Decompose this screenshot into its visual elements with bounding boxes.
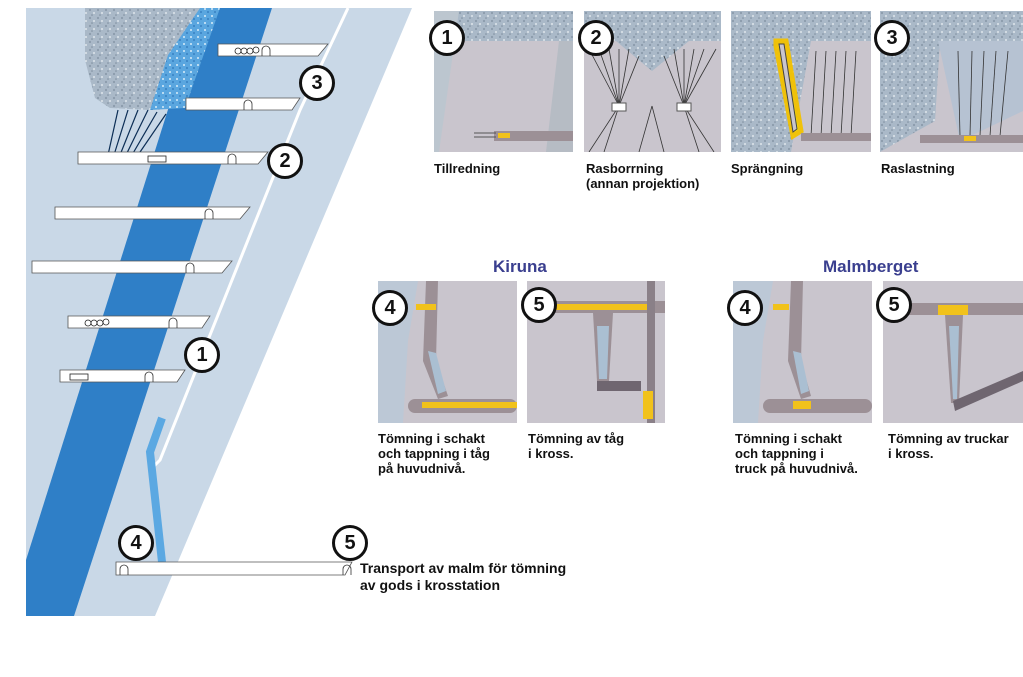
panel-rasborrning [584,11,721,152]
stage-2-marker: 2 [267,143,303,179]
top-panel-4-caption: Raslastning [881,161,955,176]
malmberget-5-number: 5 [876,287,912,323]
top-panel-1-number: 1 [429,20,465,56]
malmberget-4-caption: Tömning i schakt och tappning i truck på… [735,431,858,476]
malmberget-4-number: 4 [727,290,763,326]
caved-rock [85,8,200,110]
ore-pass [145,416,166,563]
panel-tillredning [434,11,573,152]
kiruna-5-caption: Tömning av tåg i kross. [528,431,625,461]
transport-caption: Transport av malm för tömning av gods i … [360,560,567,593]
stage-5-marker: 5 [332,525,368,561]
kiruna-4-number: 4 [372,290,408,326]
stage-1-marker: 1 [184,337,220,373]
kiruna-4-caption: Tömning i schakt och tappning i tåg på h… [378,431,490,476]
caved-ore [150,8,220,110]
stage-4-marker: 4 [118,525,154,561]
machines [69,46,260,381]
kiruna-5-number: 5 [521,287,557,323]
top-panel-1-caption: Tillredning [434,161,501,176]
panel-sprangning [731,11,871,152]
stage-3-marker: 3 [299,65,335,101]
malmberget-5-caption: Tömning av truckar i kross. [888,431,1009,461]
drill-fan [107,109,167,156]
top-panel-2-caption: Rasborrning (annan projektion) [586,161,700,191]
kiruna-title: Kiruna [493,257,547,276]
top-panel-2-number: 2 [578,20,614,56]
malmberget-title: Malmberget [823,257,919,276]
top-panel-4-number: 3 [874,20,910,56]
mine-cross-section [26,7,412,616]
top-panel-3-caption: Sprängning [731,161,804,176]
